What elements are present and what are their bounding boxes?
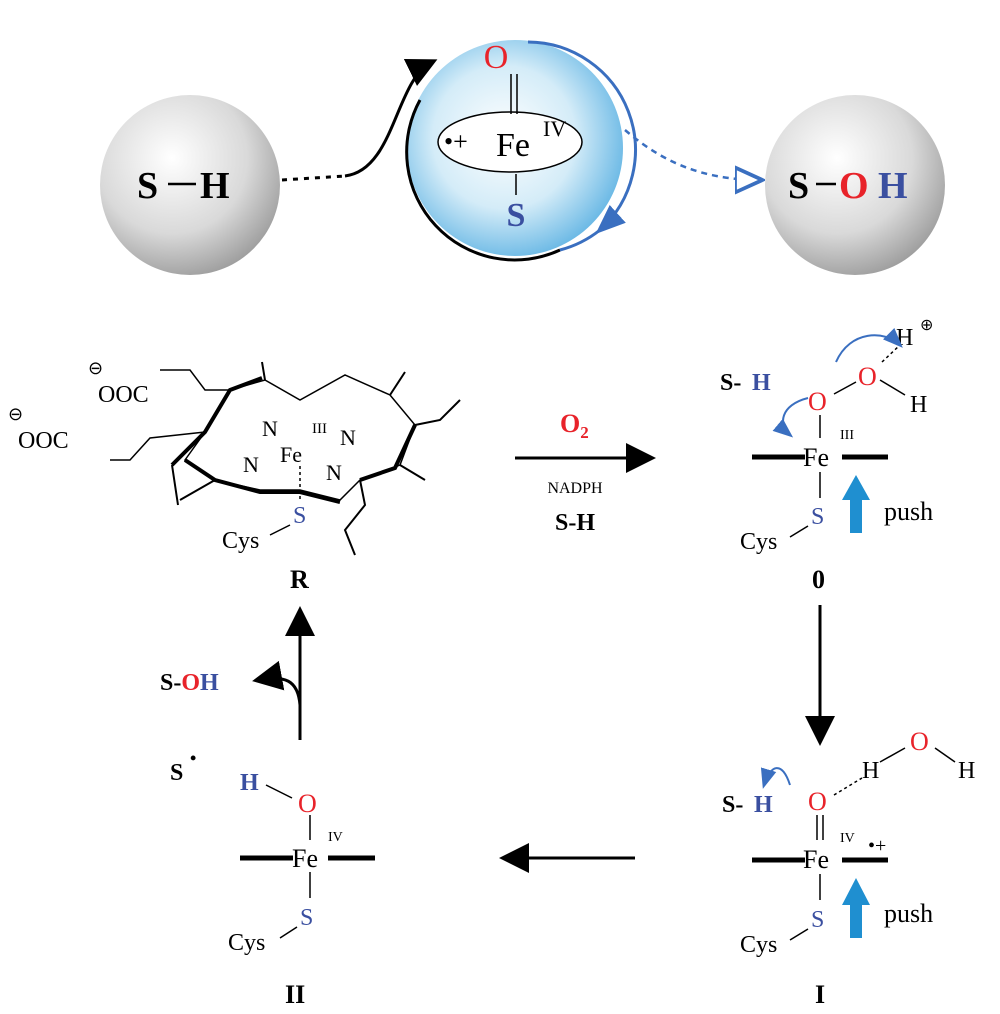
atom-o-distal: O <box>858 362 877 391</box>
atom-o: O <box>484 39 509 76</box>
charge-minus: ⊖ <box>88 358 103 378</box>
cysteine-label: Cys <box>740 529 777 555</box>
oxidation-state: III <box>312 421 327 437</box>
cysteine-label: Cys <box>740 932 777 958</box>
atom-o: O <box>808 787 827 816</box>
radical-dot: • <box>190 748 196 768</box>
proton: H <box>896 325 913 351</box>
substrate-s: S- <box>722 792 743 818</box>
state-I: S- H O H O H Fe IV •+ S Cys push I <box>722 727 975 1009</box>
atom-fe: Fe <box>803 443 829 472</box>
atom-n: N <box>326 460 342 485</box>
dashed-product-arrow <box>624 129 760 180</box>
atom-fe: Fe <box>496 127 530 164</box>
oxidation-state: IV <box>543 116 566 141</box>
substrate-h: H <box>754 792 773 818</box>
compound-i-sphere: O •+ Fe IV S <box>405 39 637 262</box>
atom-n: N <box>340 425 356 450</box>
nadph-reagent: NADPH <box>547 480 603 497</box>
atom-n: N <box>243 452 259 477</box>
approach-arrow <box>344 59 438 178</box>
atom-h: H <box>240 770 259 796</box>
push-label: push <box>884 497 933 526</box>
state-II: S • H O Fe IV S Cys II <box>170 748 375 1009</box>
radical-cation: •+ <box>444 127 468 156</box>
state-label-R: R <box>290 565 309 594</box>
atom-h: H <box>878 165 908 207</box>
substrate-radical: S <box>170 760 183 786</box>
atom-s: S <box>788 165 809 207</box>
release-arrow <box>252 660 302 706</box>
state-label-I: I <box>815 980 825 1009</box>
carboxylate-2: OOC <box>18 428 69 454</box>
charge-plus: ⊕ <box>920 317 933 334</box>
atom-s: S <box>293 503 306 529</box>
substrate-reagent: S-H <box>555 510 595 536</box>
atom-o-proximal: O <box>808 387 827 416</box>
push-label: push <box>884 899 933 928</box>
atom-o: O <box>839 165 869 207</box>
substrate-sphere: S H <box>100 95 280 275</box>
oxidation-state: IV <box>840 831 855 846</box>
atom-o: O <box>298 789 317 818</box>
oxygen-reagent: O2 <box>560 409 589 442</box>
atom-s: S <box>811 504 824 530</box>
dotted-approach-line <box>281 174 346 182</box>
carboxylate-1: OOC <box>98 382 149 408</box>
oxidation-state: IV <box>328 830 343 845</box>
atom-o-water: O <box>910 727 929 756</box>
substrate-h: H <box>752 370 771 396</box>
state-0: S- H O O H H ⊕ Fe III S Cys push 0 <box>720 317 933 594</box>
cysteine-label: Cys <box>228 930 265 956</box>
atom-fe: Fe <box>280 442 302 467</box>
atom-h: H <box>910 392 927 418</box>
substrate-s: S- <box>720 370 741 396</box>
atom-n: N <box>262 416 278 441</box>
atom-h: H <box>862 758 879 784</box>
heme-resting-state-R <box>110 361 461 556</box>
state-label-II: II <box>285 980 305 1009</box>
state-label-0: 0 <box>812 565 825 594</box>
atom-s: S <box>811 907 824 933</box>
charge-minus: ⊖ <box>8 404 23 424</box>
oxidation-state: III <box>840 428 854 443</box>
cysteine-label: Cys <box>222 528 259 554</box>
atom-h: H <box>958 758 975 784</box>
atom-fe: Fe <box>803 845 829 874</box>
push-arrow-icon <box>842 475 870 533</box>
radical-cation: •+ <box>868 835 886 857</box>
atom-h: H <box>200 165 230 207</box>
atom-fe: Fe <box>292 844 318 873</box>
atom-s: S <box>137 165 158 207</box>
push-arrow-icon <box>842 878 870 938</box>
atom-s: S <box>300 905 313 931</box>
product-release: S-OH <box>160 670 219 696</box>
product-sphere: S O H <box>765 95 945 275</box>
atom-s: S <box>507 197 526 234</box>
